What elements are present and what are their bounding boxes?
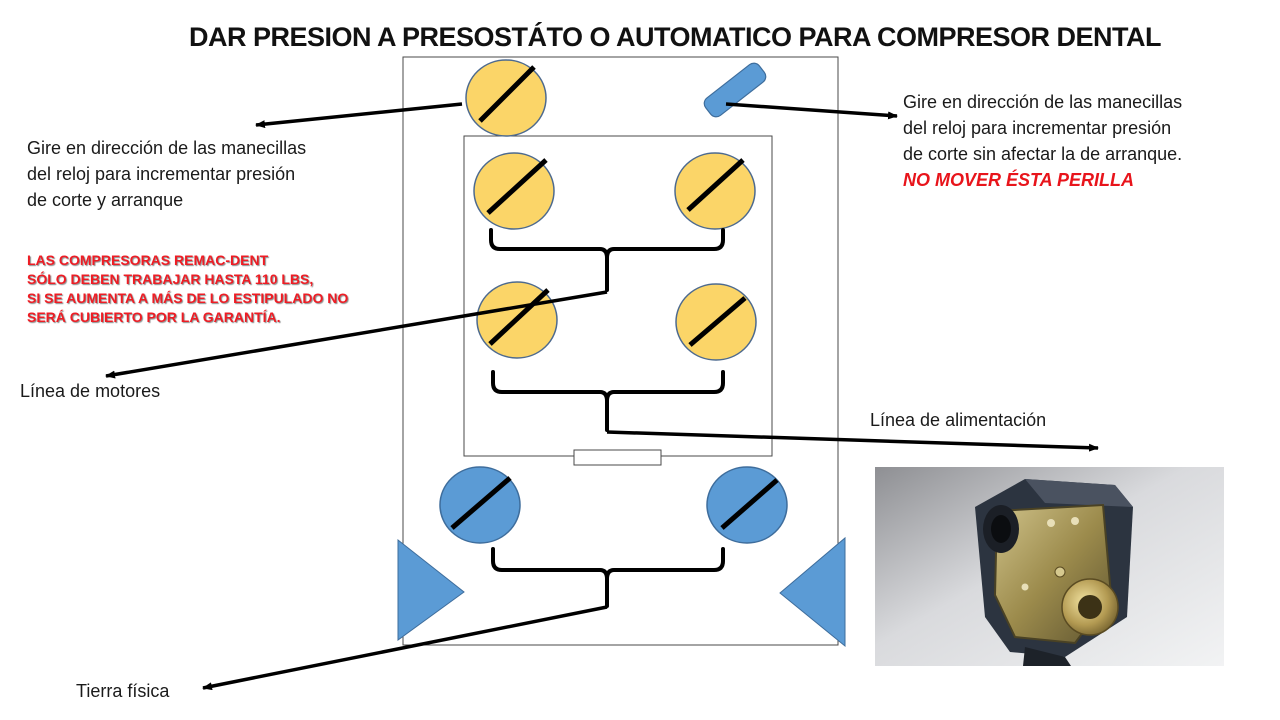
pressure-switch-photo [875,467,1224,666]
right-triangle-icon [779,536,846,648]
bracket-motores [489,228,725,292]
arrow-icon [725,102,898,120]
warranty-warning: LAS COMPRESORAS REMAC-DENT SÓLO DEBEN TR… [27,252,349,325]
left-triangle-icon [397,538,465,641]
label-linea-alimentacion: Línea de alimentación [870,410,1047,430]
arrow-icon [202,605,608,691]
terminal-screw-icon [476,281,558,359]
bracket-tierra [491,547,725,608]
terminal-tab [573,449,662,466]
page-title: DAR PRESION A PRESOSTÁTO O AUTOMATICO PA… [188,22,1162,52]
terminal-screw-icon [473,152,555,230]
main-adjust-screw-icon[interactable] [465,59,547,137]
arrow-icon [255,102,463,129]
do-not-move-warning: NO MOVER ÉSTA PERILLA [903,170,1135,190]
arrow-icon [606,430,1099,452]
ground-screw-icon [439,466,521,544]
label-tierra-fisica: Tierra física [76,681,170,701]
right-instruction: Gire en dirección de las manecillas del … [903,89,1263,193]
bracket-alimentacion [491,370,725,432]
label-linea-motores: Línea de motores [20,381,161,401]
terminal-screw-icon [674,152,756,230]
differential-knob-icon[interactable] [701,60,768,119]
arrow-icon [105,290,608,379]
ground-screw-icon [706,466,788,544]
terminal-screw-icon [675,283,757,361]
left-instruction: Gire en dirección de las manecillas del … [27,138,307,210]
